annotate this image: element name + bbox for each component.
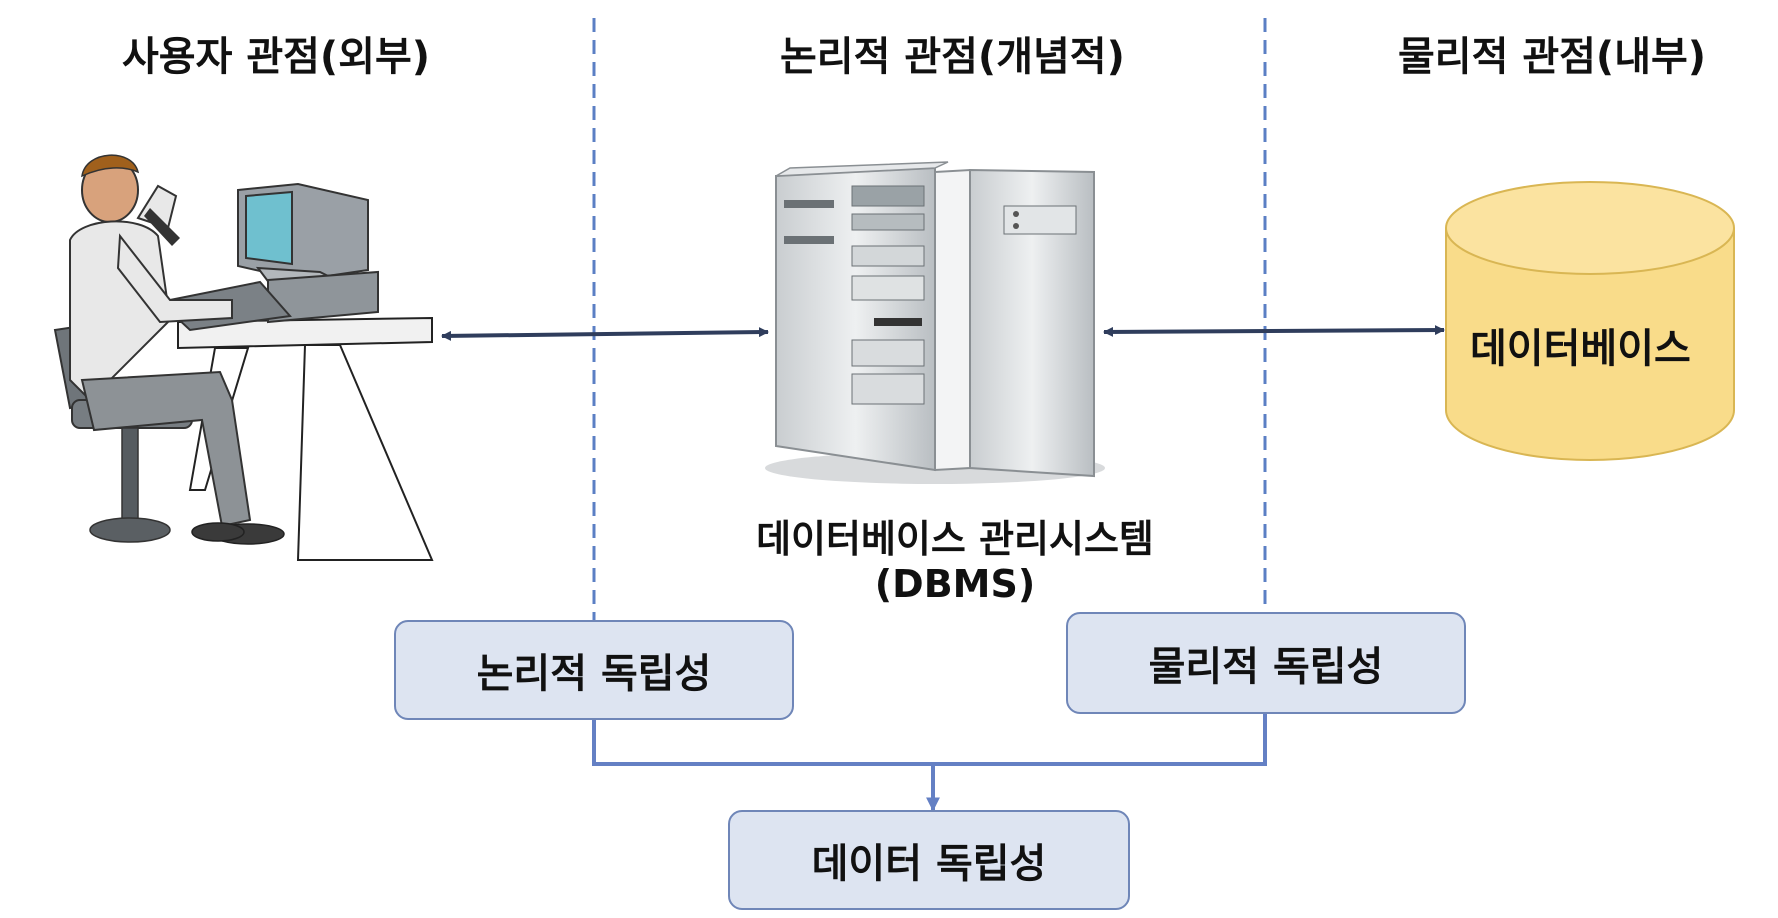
arrow-dbms-database (1103, 325, 1445, 337)
independence-connector (592, 714, 1267, 812)
header-physical-view: 물리적 관점(내부) (1398, 34, 1707, 80)
dbms-server-rack-illustration (765, 161, 1105, 484)
header-logical-view: 논리적 관점(개념적) (780, 34, 1125, 80)
header-user-view: 사용자 관점(외부) (122, 34, 431, 80)
dbms-caption-line2: (DBMS) (874, 562, 1036, 606)
database-cylinder (1445, 181, 1735, 461)
database-label: 데이터베이스 (1470, 326, 1691, 372)
dbms-caption-line1: 데이터베이스 관리시스템 (756, 517, 1154, 561)
arrow-user-dbms (441, 327, 769, 341)
data-independence-box: 데이터 독립성 (728, 810, 1130, 910)
physical-independence-box: 물리적 독립성 (1066, 612, 1466, 714)
logical-independence-box: 논리적 독립성 (394, 620, 794, 720)
user-at-computer-illustration (53, 154, 434, 561)
